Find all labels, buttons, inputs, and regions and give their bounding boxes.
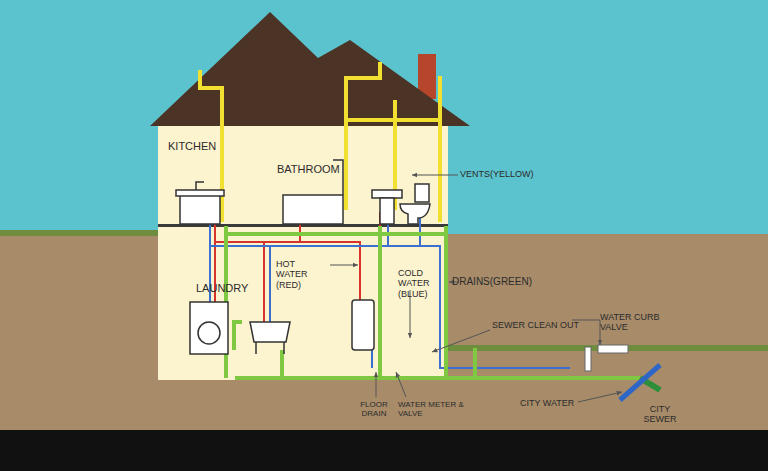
part-label: BATHROOM — [277, 163, 340, 176]
part-label: KITCHEN — [168, 140, 216, 153]
part-label: WATER METER & VALVE — [398, 400, 470, 418]
part-label: FLOOR DRAIN — [352, 400, 396, 418]
part-label: SEWER CLEAN OUT — [492, 320, 579, 330]
part-label: VENTS(YELLOW) — [460, 169, 534, 179]
part-label: HOT WATER (RED) — [276, 259, 328, 290]
part-label: WATER CURB VALVE — [600, 312, 662, 333]
part-label: CITY WATER — [520, 398, 574, 408]
part-label: DRAINS(GREEN) — [452, 276, 532, 288]
part-label: COLD WATER (BLUE) — [398, 268, 444, 299]
part-label: LAUNDRY — [196, 282, 248, 295]
part-label: CITY SEWER — [640, 404, 680, 425]
